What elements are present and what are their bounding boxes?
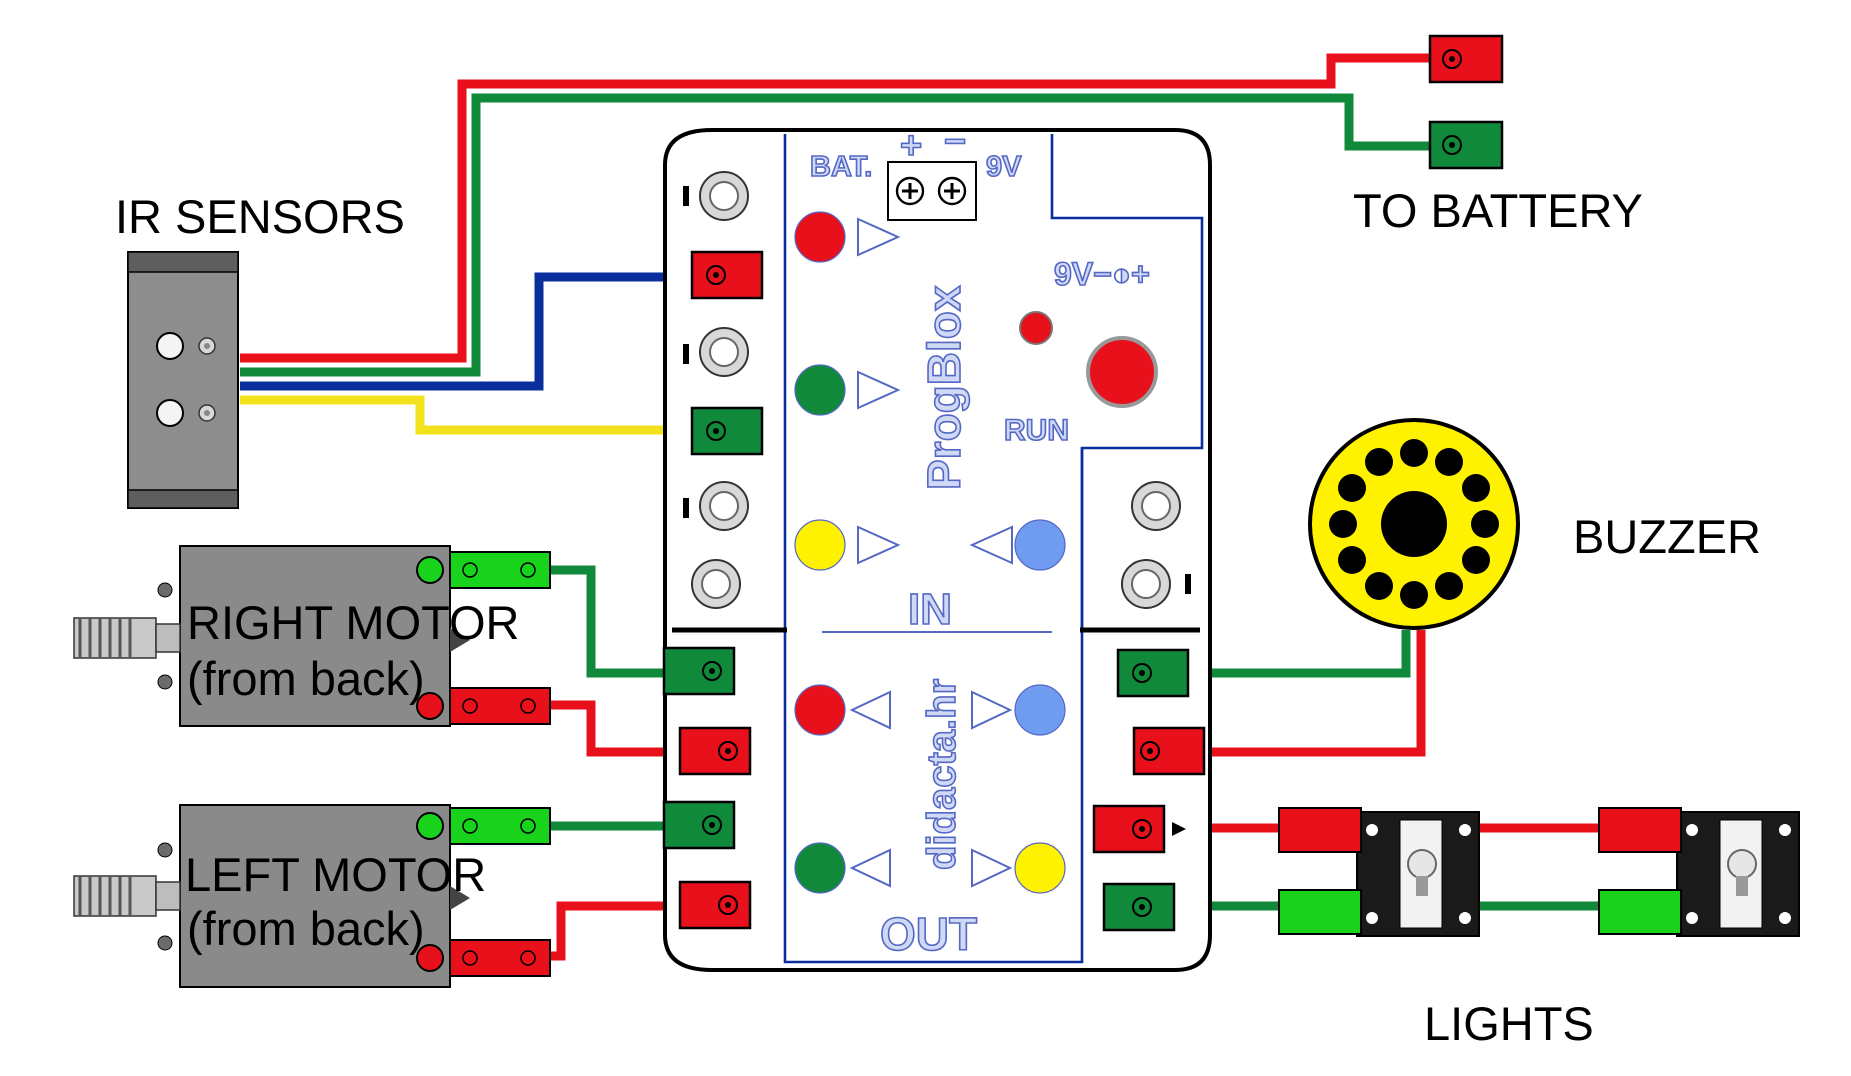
battery-red-plug[interactable] [1428, 34, 1504, 84]
minus-label: − [944, 121, 966, 163]
ir-signal-green-plug[interactable] [690, 406, 764, 456]
wires [240, 53, 1600, 961]
right-motor-red-plug[interactable] [449, 687, 551, 725]
left-motor [73, 804, 551, 988]
ir-receiver-icon [156, 399, 184, 427]
output-leds [794, 684, 1066, 894]
arrow-right-icon [857, 525, 901, 565]
buzzer-red-plug[interactable] [1132, 726, 1206, 776]
buzzer-red-wire [1186, 630, 1426, 757]
ir-signal-red-plug[interactable] [690, 250, 764, 300]
buzzer-label: BUZZER [1573, 510, 1761, 563]
ir-blue-wire-1 [240, 272, 712, 391]
bulb-icon [1727, 849, 1757, 879]
blue-led-icon [1014, 519, 1066, 571]
right-motor-green-wire [548, 565, 712, 678]
light-2-green-plug[interactable] [1598, 889, 1682, 935]
ir-sensor-block [127, 251, 239, 509]
out-red-plug-2[interactable] [678, 880, 752, 930]
bulb-icon [1407, 849, 1437, 879]
buzzer [1308, 418, 1520, 630]
light-1 [1278, 807, 1480, 937]
plus-label: + [900, 125, 922, 167]
left-motor-label: LEFT MOTOR [185, 848, 486, 901]
to-battery-label: TO BATTERY [1353, 184, 1643, 237]
power-jack-label: 9V−◑+ [1054, 256, 1150, 292]
arrow-right-icon [857, 217, 901, 257]
right-motor-red-wire [548, 700, 712, 757]
website-label: didacta.hr [920, 679, 964, 870]
arrow-left-icon [849, 848, 891, 888]
battery-connectors [1428, 34, 1504, 170]
bat-label: BAT. [810, 151, 872, 183]
red-led-icon [794, 211, 846, 263]
run-led-icon [1019, 311, 1053, 345]
arrow-left-icon [969, 525, 1013, 565]
green-led-icon [794, 842, 846, 894]
buzzer-center-icon [1381, 491, 1447, 557]
left-motor-red-plug[interactable] [449, 939, 551, 977]
worm-gear-icon [73, 875, 181, 917]
input-leds [794, 211, 1066, 571]
out-green-plug-1[interactable] [662, 646, 736, 696]
yellow-led-icon [1014, 842, 1066, 894]
arrow-right-icon [857, 370, 901, 410]
green-led-icon [794, 364, 846, 416]
light-1-red-plug[interactable] [1278, 807, 1362, 853]
arrow-right-icon [971, 848, 1013, 888]
light-1-green-plug[interactable] [1278, 889, 1362, 935]
lights-red-plug[interactable] [1092, 804, 1166, 854]
brand-label: ProgBlox [918, 285, 970, 490]
blue-led-icon [1014, 684, 1066, 736]
left-sockets [683, 171, 749, 609]
buzzer-green-wire [1186, 630, 1411, 678]
left-motor-red-wire [548, 901, 712, 961]
arrow-left-icon [849, 690, 891, 730]
out-red-plug-1[interactable] [678, 726, 752, 776]
light-2 [1598, 807, 1800, 937]
left-motor-sublabel: (from back) [187, 902, 425, 955]
buzzer-green-plug[interactable] [1116, 648, 1190, 698]
run-button[interactable] [1086, 336, 1158, 408]
arrow-right-icon [971, 690, 1013, 730]
nine-volt-label: 9V [986, 151, 1022, 183]
yellow-led-icon [794, 519, 846, 571]
left-motor-green-plug[interactable] [449, 807, 551, 845]
worm-gear-icon [73, 617, 181, 659]
battery-terminal [887, 161, 977, 221]
run-label: RUN [1004, 414, 1069, 447]
right-motor-label: RIGHT MOTOR [187, 596, 520, 649]
red-led-icon [794, 684, 846, 736]
right-motor-green-plug[interactable] [449, 551, 551, 589]
right-motor [73, 545, 551, 727]
in-label: IN [908, 585, 952, 634]
out-green-plug-2[interactable] [662, 800, 736, 850]
progblox-board: BAT. + − 9V 9V−◑+ ProgBlox RUN IN didact… [662, 120, 1212, 972]
light-2-red-plug[interactable] [1598, 807, 1682, 853]
ir-sensors-label: IR SENSORS [115, 190, 405, 243]
out-label: OUT [880, 908, 977, 960]
lights-label: LIGHTS [1424, 997, 1594, 1050]
battery-green-plug[interactable] [1428, 120, 1504, 170]
ir-emitter-icon [156, 332, 184, 360]
right-motor-sublabel: (from back) [187, 652, 425, 705]
